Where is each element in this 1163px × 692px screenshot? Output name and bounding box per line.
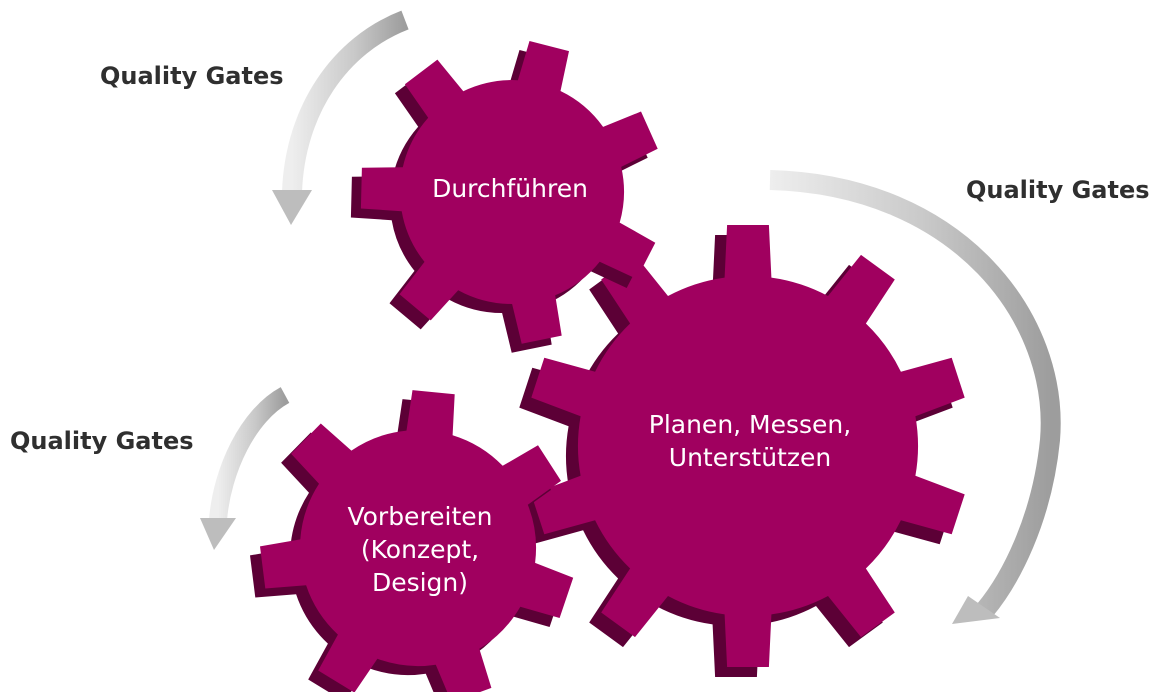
gear-label-durchfuehren: Durchführen bbox=[410, 172, 610, 205]
gear-durchfuehren bbox=[350, 41, 658, 353]
gear-planen bbox=[519, 225, 965, 677]
quality-gates-label-right: Quality Gates bbox=[966, 176, 1150, 204]
arrow-right bbox=[769, 170, 1061, 624]
gear-label-vorbereiten: Vorbereiten (Konzept, Design) bbox=[320, 500, 520, 599]
gear-label-line: Design) bbox=[371, 568, 469, 597]
gear-label-planen: Planen, Messen, Unterstützen bbox=[620, 408, 880, 474]
quality-gates-label-left: Quality Gates bbox=[10, 427, 194, 455]
gear-label-line: Vorbereiten bbox=[347, 502, 493, 531]
gear-label-line: Planen, Messen, bbox=[648, 410, 852, 439]
arrow-left bbox=[200, 387, 290, 550]
gear-label-line: (Konzept, bbox=[360, 535, 480, 564]
gear-vorbereiten bbox=[250, 390, 574, 692]
arrow-top-left bbox=[272, 10, 409, 225]
quality-gates-label-top-left: Quality Gates bbox=[100, 62, 284, 90]
gear-label-line: Unterstützen bbox=[668, 443, 832, 472]
gear-label-line: Durchführen bbox=[432, 174, 588, 203]
